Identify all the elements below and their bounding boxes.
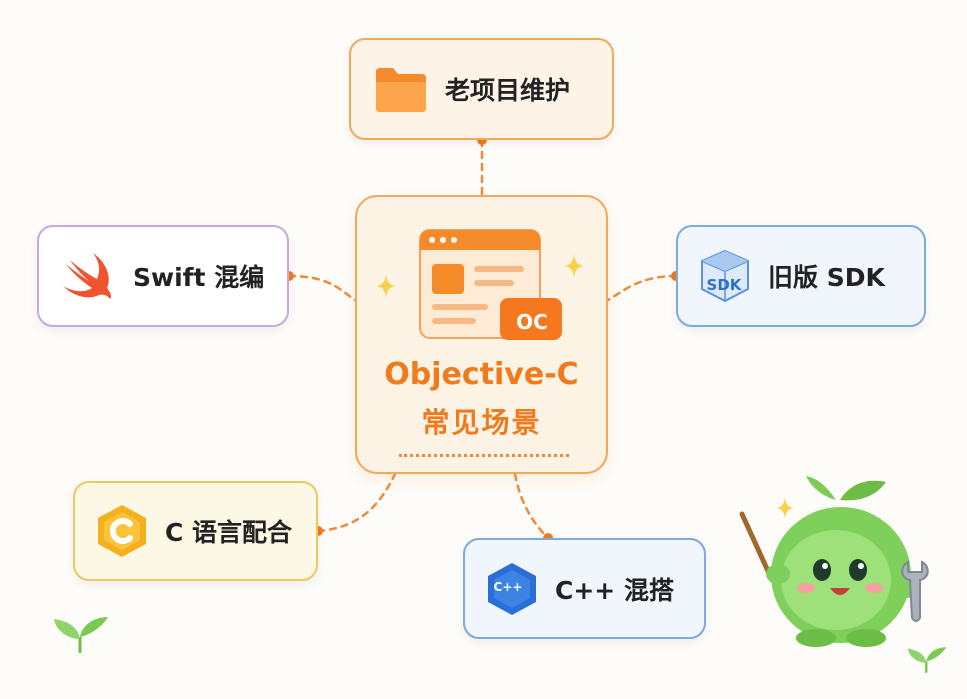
sprout-icon (54, 617, 108, 653)
cpp-hexagon-icon (488, 562, 536, 615)
connector-clang (316, 472, 397, 533)
sdk-icon-text: SDK (706, 276, 742, 294)
center-title: Objective-C (384, 357, 579, 392)
center-subtitle: 常见场景 (421, 406, 542, 439)
connector-swift (287, 274, 357, 302)
c-hexagon-icon (98, 505, 146, 557)
node-legacy-maintenance: 老项目维护 (349, 38, 614, 140)
node-label: 老项目维护 (445, 76, 571, 105)
wrench-icon (901, 560, 929, 622)
sparkle-icon (775, 497, 795, 519)
sparkle-icon (376, 274, 396, 298)
node-label: Swift 混编 (133, 263, 265, 292)
folder-icon (376, 68, 426, 112)
node-label: C++ 混搭 (555, 575, 674, 605)
window-code-icon (419, 229, 562, 340)
sparkle-icon (564, 254, 584, 278)
oc-badge: OC (516, 310, 548, 334)
node-cpp-mix: C++ 混搭 (463, 538, 706, 639)
connector-sdk (606, 274, 678, 302)
sprout-icon (907, 647, 947, 673)
sdk-box-icon (701, 249, 749, 303)
node-legacy-sdk: 旧版 SDK (676, 225, 926, 327)
cpp-icon-text: C++ (493, 580, 523, 594)
node-label: C 语言配合 (165, 518, 293, 547)
swift-icon (63, 253, 111, 299)
center-dotted-divider (399, 454, 569, 457)
node-c-language: C 语言配合 (73, 481, 318, 581)
node-swift-mix: Swift 混编 (37, 225, 289, 327)
mascot-icon (739, 476, 918, 647)
node-label: 旧版 SDK (768, 263, 885, 292)
connector-cpp (513, 472, 550, 540)
